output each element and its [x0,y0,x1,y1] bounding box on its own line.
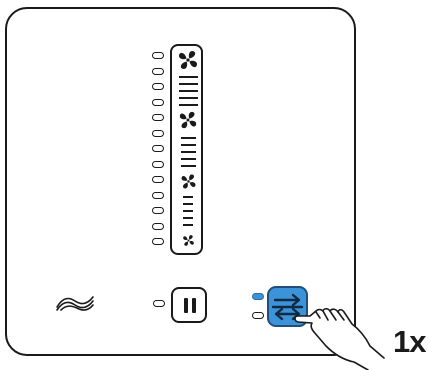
speed-tick [183,210,193,212]
fan-speed-slider[interactable] [170,44,203,255]
fan-min-icon [183,235,194,246]
speed-tick [179,76,198,78]
fan-speed-led [152,207,164,214]
fan-speed-led [152,238,164,245]
speed-tick [179,90,198,92]
fan-speed-led [152,222,164,230]
fan-speed-led [152,160,164,168]
speed-tick [179,97,198,99]
fan-speed-led [152,83,164,90]
speed-tick [183,217,193,219]
fan-speed-led [152,145,164,152]
speed-tick [183,196,193,198]
speed-tick [181,158,196,160]
fan-medium-icon [179,111,197,129]
fan-speed-led [152,129,164,137]
fan-speed-led [152,67,164,75]
speed-tick [179,104,198,106]
mode-led-active [252,293,264,300]
pause-led [153,300,165,307]
fan-speed-led [152,114,164,121]
fan-high-icon [179,51,197,69]
fan-speed-led [152,191,164,199]
speed-tick [181,165,196,167]
press-count-label: 1x [393,324,426,359]
fan-speed-led [152,98,164,106]
heat-recovery-icon [56,296,94,311]
fan-speed-led [152,52,164,59]
fan-speed-led [152,176,164,183]
speed-tick [181,151,196,153]
speed-tick [183,203,193,205]
mode-led [252,312,264,319]
speed-tick [181,144,196,146]
speed-tick [183,224,193,226]
speed-tick [179,83,198,85]
fan-low-icon [181,174,196,189]
speed-tick [181,137,196,139]
pause-button[interactable] [171,287,207,323]
pointing-hand-icon [294,307,385,370]
